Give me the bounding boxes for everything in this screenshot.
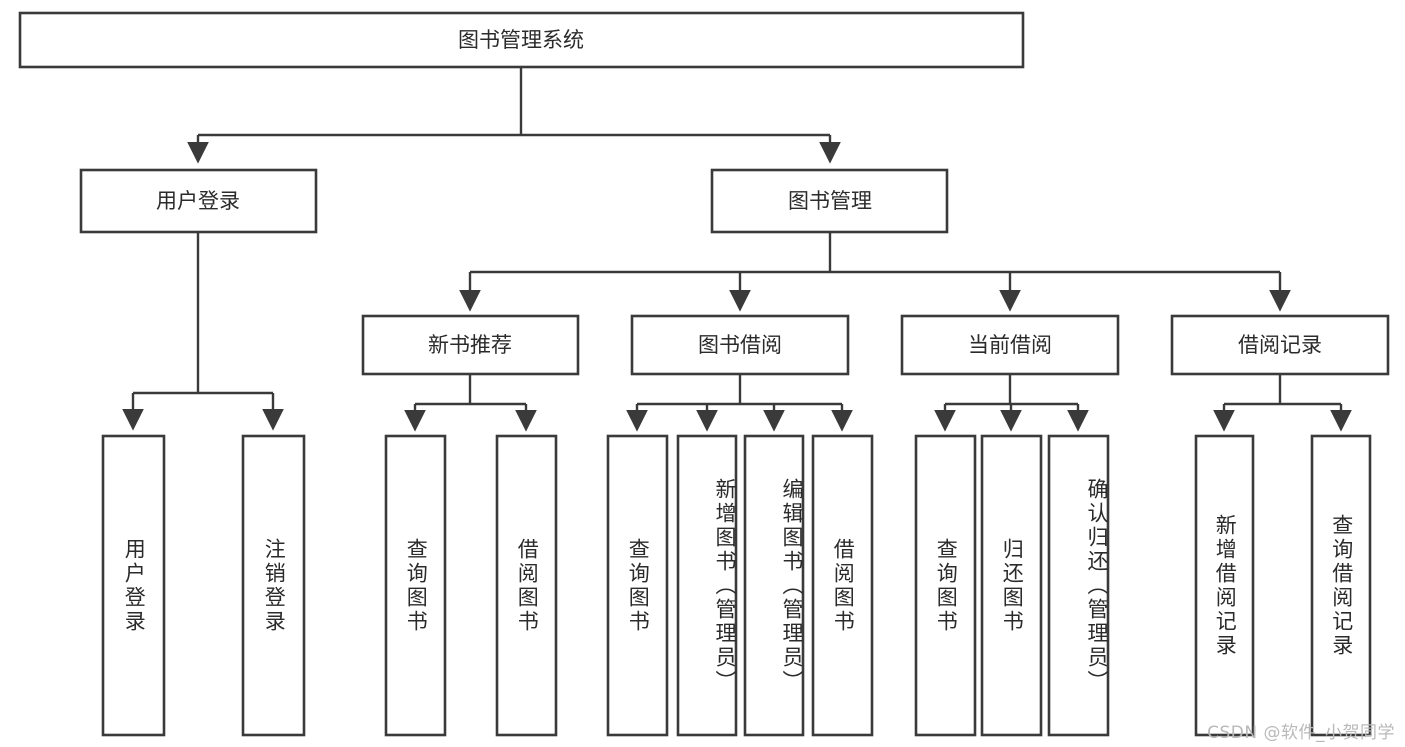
leaf-box-borrow-book-2[interactable] xyxy=(811,434,874,737)
leaf-box-group-borrow-record xyxy=(1194,434,1372,737)
leaf-box-group-book-borrow xyxy=(606,434,874,737)
connector-currentborrow-to-leaves xyxy=(934,374,1089,432)
leaf-box-user-login[interactable] xyxy=(101,434,166,737)
leaf-box-borrow-book-1[interactable] xyxy=(495,434,558,737)
connector-bookborrow-to-leaves xyxy=(626,374,853,432)
connector-borrowrecord-to-leaves xyxy=(1213,374,1352,432)
leaf-box-confirm-return-admin[interactable] xyxy=(1047,434,1110,737)
node-borrow-record-label: 借阅记录 xyxy=(1238,333,1322,357)
node-current-borrow-label: 当前借阅 xyxy=(968,333,1052,357)
connector-newbook-to-leaves xyxy=(404,374,537,432)
node-new-book-recommend-label: 新书推荐 xyxy=(428,333,512,357)
node-root[interactable]: 图书管理系统 xyxy=(18,11,1025,69)
leaf-box-return-book[interactable] xyxy=(980,434,1043,737)
leaf-box-group-current-borrow xyxy=(914,434,1110,737)
leaf-box-group-new-book xyxy=(384,434,558,737)
node-user-login[interactable]: 用户登录 xyxy=(79,168,318,234)
watermark-text: CSDN @软件_小贺同学 xyxy=(1207,723,1395,743)
leaf-box-group-user-login xyxy=(101,434,306,737)
leaf-box-query-book-1[interactable] xyxy=(384,434,447,737)
connector-userlogin-to-leaves xyxy=(122,232,284,431)
node-book-management[interactable]: 图书管理 xyxy=(710,168,949,234)
leaf-box-logout[interactable] xyxy=(241,434,306,737)
node-book-borrow-label: 图书借阅 xyxy=(698,333,782,357)
connector-root-to-level2 xyxy=(187,67,841,164)
leaf-box-edit-book-admin[interactable] xyxy=(743,434,805,737)
node-new-book-recommend[interactable]: 新书推荐 xyxy=(361,314,580,376)
leaf-box-add-borrow-record[interactable] xyxy=(1194,434,1255,737)
node-borrow-record[interactable]: 借阅记录 xyxy=(1170,314,1390,376)
connector-bookmgmt-to-level3 xyxy=(459,232,1291,312)
leaf-box-query-book-3[interactable] xyxy=(914,434,977,737)
node-current-borrow[interactable]: 当前借阅 xyxy=(900,314,1120,376)
node-book-management-label: 图书管理 xyxy=(788,189,872,213)
node-user-login-label: 用户登录 xyxy=(156,189,240,213)
node-book-borrow[interactable]: 图书借阅 xyxy=(630,314,850,376)
leaf-box-query-book-2[interactable] xyxy=(606,434,669,737)
leaf-box-query-borrow-record[interactable] xyxy=(1310,434,1372,737)
node-root-label: 图书管理系统 xyxy=(458,28,584,52)
leaf-box-add-book-admin[interactable] xyxy=(676,434,738,737)
